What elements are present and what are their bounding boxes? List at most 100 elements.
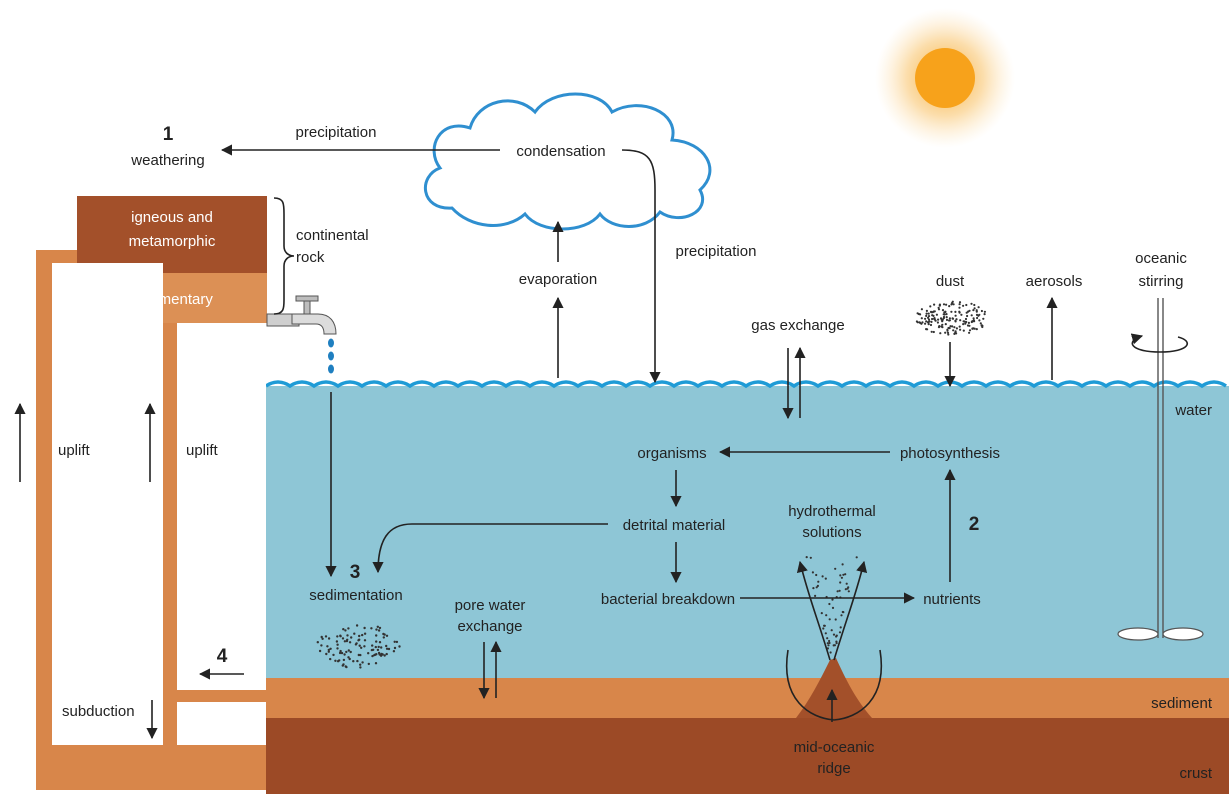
particle-dot: [355, 642, 358, 645]
particle-dot: [962, 329, 965, 332]
particle-dot: [962, 323, 965, 326]
particle-dot: [361, 633, 364, 637]
particle-dot: [944, 331, 947, 334]
particle-dot: [972, 317, 975, 320]
continental-label-line1: continental: [296, 227, 369, 244]
hydrothermal-label-line2: solutions: [802, 524, 861, 541]
particle-dot: [822, 627, 825, 630]
particle-dot: [344, 629, 347, 632]
particle-dot: [842, 573, 845, 576]
oceanic-label-line1: oceanic: [1135, 250, 1187, 267]
oceanic-stirrer-icon: [1117, 298, 1204, 641]
particle-dot: [346, 638, 349, 641]
photosynthesis-label: photosynthesis: [900, 445, 1000, 462]
particle-dot: [927, 315, 931, 318]
mid-oceanic-ridge-label-line2: ridge: [817, 760, 850, 777]
particle-dot: [925, 309, 929, 312]
continental-rock-brace: [273, 197, 295, 315]
particle-dot: [381, 653, 384, 656]
dust-label: dust: [936, 273, 965, 290]
particle-dot: [948, 317, 952, 320]
particle-dot: [940, 325, 943, 328]
particle-dot: [838, 589, 841, 592]
particle-dot: [941, 309, 945, 312]
particle-dot: [321, 637, 324, 640]
sedimentary-label: sedimentary: [131, 291, 213, 308]
particle-dot: [357, 653, 360, 657]
particle-dot: [949, 325, 952, 328]
particle-dot: [834, 567, 837, 570]
particle-dot: [393, 640, 396, 643]
particle-dot: [378, 626, 382, 630]
particle-dot: [359, 666, 362, 669]
particle-dot: [929, 310, 933, 313]
particle-dot: [363, 626, 366, 630]
particle-dot: [933, 310, 936, 313]
particle-dot: [383, 654, 386, 657]
particle-dot: [840, 576, 844, 579]
particle-dot: [840, 614, 843, 617]
particle-dot: [829, 651, 832, 654]
precipitation-left-label: precipitation: [296, 124, 377, 141]
particle-dot: [371, 654, 374, 658]
particle-dot: [968, 329, 972, 332]
particle-dot: [967, 310, 970, 313]
particle-dot: [927, 312, 930, 315]
particle-dot: [363, 632, 367, 635]
particle-dot: [942, 313, 945, 316]
particle-dot: [847, 590, 850, 593]
particle-dot: [965, 320, 968, 324]
aerosols-label: aerosols: [1026, 273, 1083, 290]
particle-dot: [358, 638, 361, 641]
particle-dot: [937, 308, 941, 311]
igneous-label-line2: metamorphic: [129, 233, 216, 250]
weathering-number: 1: [163, 124, 174, 145]
condensation-label: condensation: [516, 143, 605, 160]
particle-dot: [376, 648, 380, 652]
hydrothermal-particles: [805, 556, 858, 654]
particle-dot: [838, 631, 842, 634]
particle-dot: [966, 314, 969, 318]
particle-dot: [976, 316, 979, 320]
particle-dot: [947, 326, 950, 330]
particle-dot: [952, 303, 955, 306]
particle-dot: [374, 645, 377, 649]
water-drops: [328, 338, 334, 374]
particle-dot: [924, 322, 927, 325]
particle-dot: [964, 322, 967, 325]
particle-dot: [831, 606, 835, 610]
particle-dot: [979, 322, 982, 325]
particle-dot: [948, 319, 951, 322]
particle-dot: [833, 644, 837, 647]
mid-oceanic-ridge-label-line1: mid-oceanic: [794, 739, 875, 756]
particle-dot: [345, 650, 348, 654]
particle-dot: [920, 308, 924, 311]
continental-label-line2: rock: [296, 249, 325, 266]
particle-dot: [377, 645, 380, 649]
organisms-label: organisms: [637, 445, 706, 462]
particle-dot: [809, 556, 812, 559]
particle-dot: [834, 618, 837, 621]
particle-dot: [338, 651, 342, 655]
process-4-number: 4: [217, 646, 228, 667]
particle-dot: [942, 303, 946, 306]
particle-dot: [372, 648, 375, 651]
particle-dot: [962, 304, 965, 307]
particle-dot: [815, 573, 818, 577]
sediment-label: sediment: [1151, 695, 1213, 712]
particle-dot: [855, 556, 858, 559]
particle-dot: [921, 321, 924, 324]
particle-dot: [830, 629, 833, 632]
particle-dot: [316, 641, 319, 644]
crust-layer: [266, 718, 1229, 794]
particle-dot: [320, 635, 323, 639]
particle-dot: [382, 636, 385, 639]
particle-dot: [824, 577, 827, 580]
crust-label: crust: [1179, 765, 1212, 782]
particle-dot: [367, 652, 370, 655]
particle-dot: [844, 588, 847, 591]
particle-dot: [946, 329, 949, 332]
uplift-left-label: uplift: [58, 442, 91, 459]
particle-dot: [363, 639, 367, 642]
